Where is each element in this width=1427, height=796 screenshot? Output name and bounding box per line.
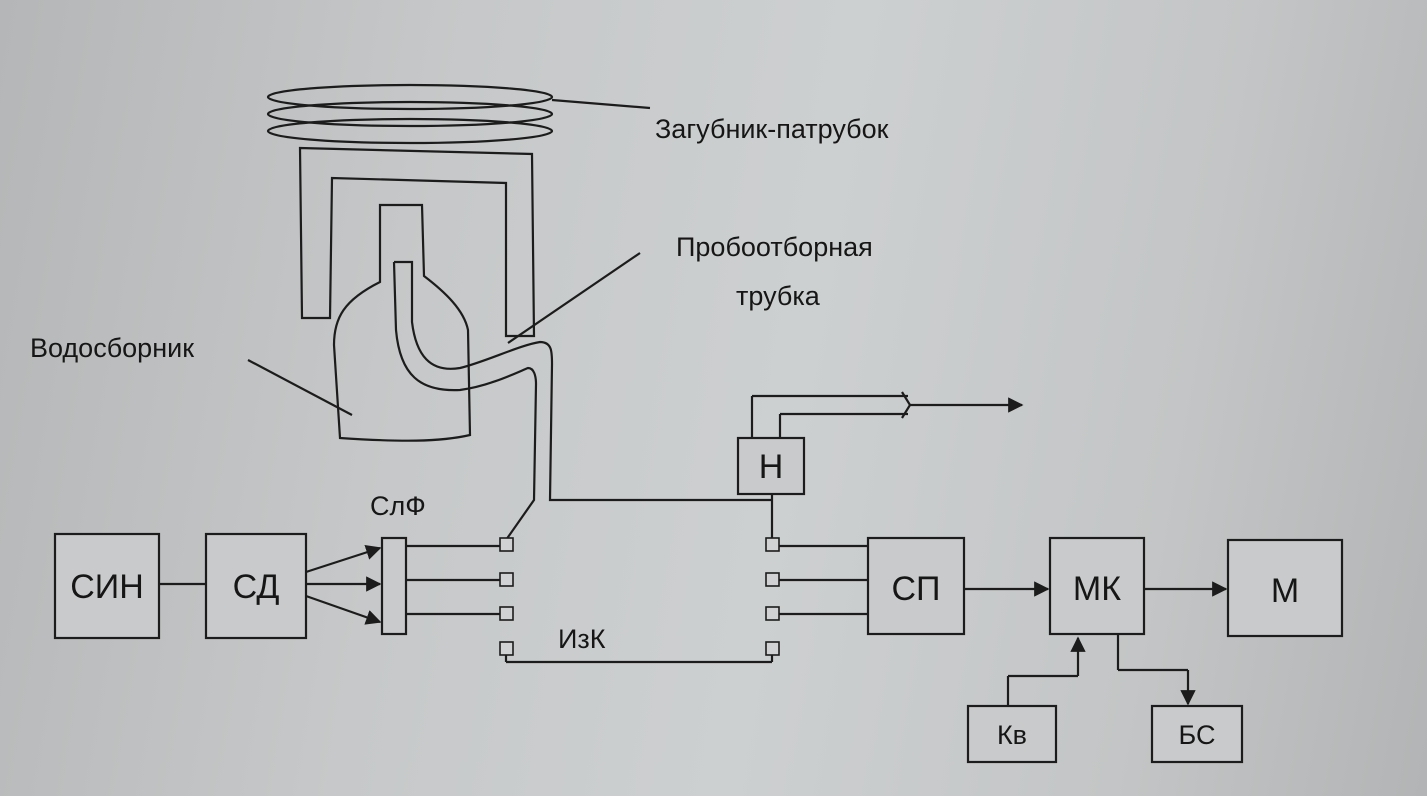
block-m-label: М [1271,572,1299,610]
mouthpiece-coil [266,83,651,145]
block-sp-label: СП [892,570,941,608]
block-kv-label: Кв [997,720,1027,750]
water-collector [247,203,472,442]
block-mk-label: МК [1073,570,1121,608]
sampling-tube [392,252,772,541]
measuring-cell [406,537,868,664]
block-sin-label: СИН [70,568,144,606]
block-h-label: Н [759,448,784,486]
measuring-cell-label: ИзК [558,624,606,654]
block-bs-label: БС [1179,720,1216,750]
sampling-tube-label-line1: Пробоотборная [676,232,873,262]
block-sd-label: СД [233,568,280,606]
filter-label: СлФ [370,491,426,521]
collector-label: Водосборник [30,333,194,363]
mouthpiece-label: Загубник-патрубок [655,114,889,144]
source-chain [53,532,408,640]
sampling-tube-label-line2: трубка [736,281,821,311]
mouthpiece-frame [298,146,536,338]
processing-chain [866,536,1344,764]
pump-block [736,391,1024,544]
